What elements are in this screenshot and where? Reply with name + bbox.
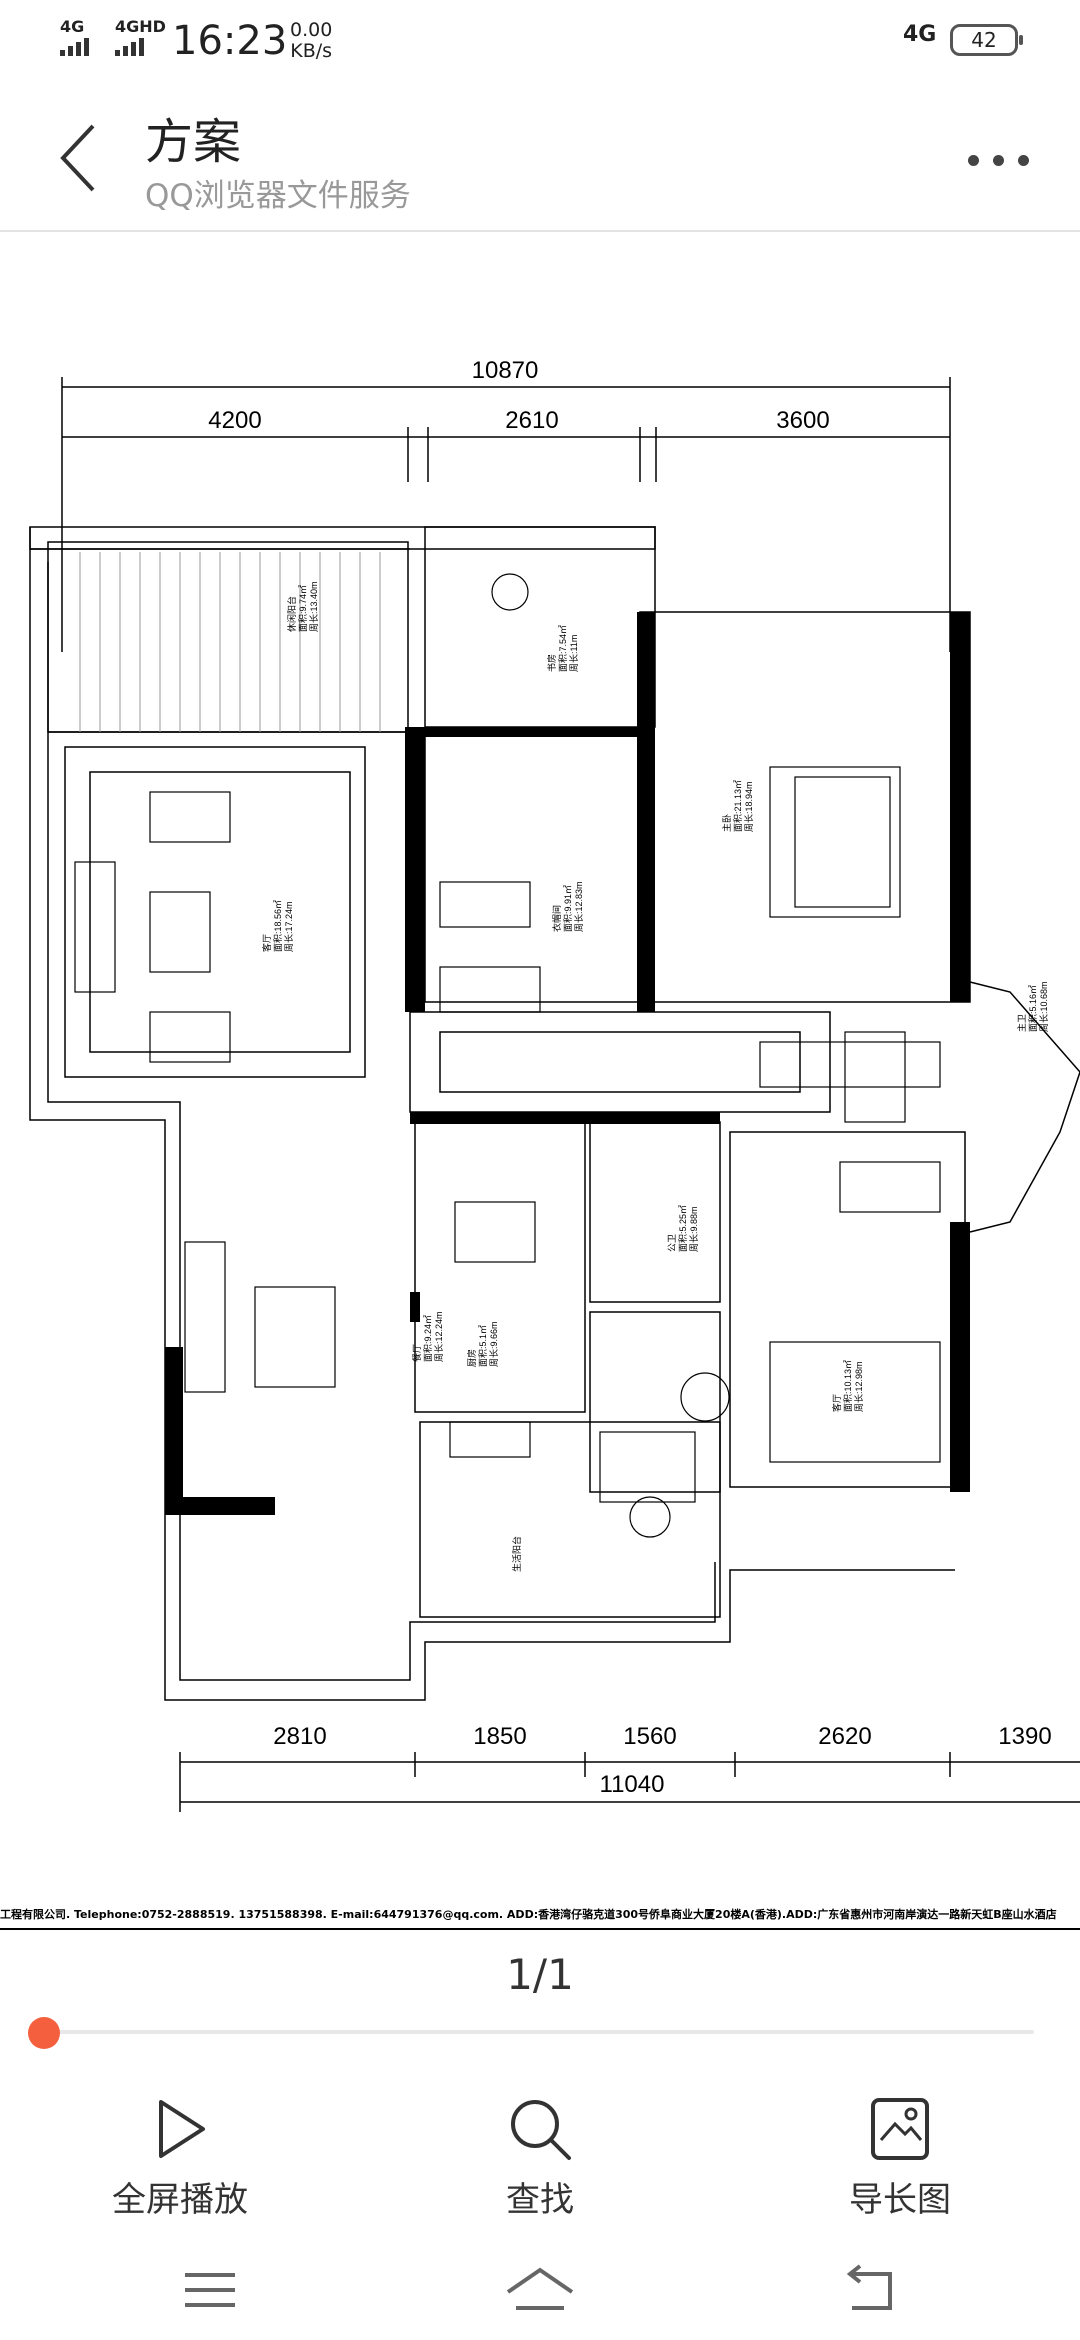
room-name: 衣帽间: [551, 905, 562, 932]
room-area: 面积:9.74㎡: [297, 585, 308, 632]
app-header: 方案 QQ浏览器文件服务: [0, 80, 1080, 232]
room-perimeter: 周长:17.24m: [283, 901, 294, 952]
company-footer-text: 工程有限公司. Telephone:0752-2888519. 13751588…: [0, 1906, 1080, 1930]
battery-level: 42: [971, 28, 997, 52]
room-perimeter: 周长:12.24m: [433, 1311, 444, 1362]
dot-icon: [993, 155, 1004, 166]
cell-signal-2: 4GHD: [115, 18, 166, 56]
dim-top-3: 3600: [776, 407, 829, 434]
dim-bottom-4: 2620: [818, 1723, 871, 1750]
clock: 16:23: [172, 18, 288, 64]
room-name: 客厅: [261, 934, 272, 952]
room-area: 面积:10.13㎡: [842, 1360, 853, 1412]
dot-icon: [1018, 155, 1029, 166]
signal-bars-icon: [115, 38, 166, 56]
floor-plan-drawing: 10870 4200 2610 3600 2810 1850 1560 2620…: [29, 357, 1080, 1812]
page-title: 方案: [145, 114, 242, 170]
speed-value: 0.00: [290, 19, 333, 41]
room-perimeter: 周长:11m: [568, 635, 579, 672]
signal-bars-icon: [60, 38, 89, 56]
room-area: 面积:18.56㎡: [272, 900, 283, 952]
bottom-toolbar: 全屏播放 查找 导长图: [0, 2080, 1080, 2240]
document-viewer[interactable]: 10870 4200 2610 3600 2810 1850 1560 2620…: [0, 232, 1080, 1932]
dim-top-1: 4200: [208, 407, 261, 434]
dim-top-2: 2610: [505, 407, 558, 434]
export-long-image-button[interactable]: 导长图: [780, 2080, 1020, 2240]
room-name: 公卫: [667, 1234, 677, 1252]
speed-unit: KB/s: [290, 40, 333, 62]
room-name: 主卧: [721, 814, 732, 832]
play-icon: [159, 2100, 205, 2158]
system-nav-bar: [0, 2240, 1080, 2340]
room-perimeter: 周长:18.94m: [743, 781, 754, 832]
dim-top-total: 10870: [472, 357, 539, 384]
room-name: 休闲阳台: [286, 596, 297, 632]
home-button[interactable]: [500, 2260, 580, 2320]
signal-1-label: 4G: [60, 17, 85, 36]
room-area: 面积:7.54㎡: [557, 625, 568, 672]
dim-bottom-1: 2810: [273, 1723, 326, 1750]
battery-icon: 42: [950, 24, 1023, 56]
room-name: 餐厅: [411, 1344, 422, 1362]
page-slider-knob[interactable]: [28, 2017, 60, 2049]
page-subtitle: QQ浏览器文件服务: [145, 178, 411, 214]
room-area: 面积:9.91㎡: [562, 885, 573, 932]
more-options-button[interactable]: [960, 130, 1040, 190]
dim-bottom-total: 11040: [600, 1771, 665, 1798]
room-perimeter: 周长:10.68m: [1038, 981, 1049, 1032]
back-nav-button[interactable]: [830, 2260, 910, 2320]
status-bar: 4G 4GHD 16:23 0.00 KB/s 4G 42: [0, 0, 1080, 80]
network-type: 4G: [903, 22, 937, 47]
network-speed: 0.00 KB/s: [290, 20, 332, 62]
room-perimeter: 周长:9.88m: [688, 1206, 699, 1252]
room-perimeter: 周长:12.83m: [573, 881, 584, 932]
back-button[interactable]: [55, 118, 125, 198]
room-name: 客厅: [831, 1394, 842, 1412]
dot-icon: [968, 155, 979, 166]
long-image-icon: [871, 2098, 929, 2160]
room-perimeter: 周长:13.40m: [308, 581, 319, 632]
fullscreen-play-label: 全屏播放: [112, 2180, 248, 2220]
room-name: 书房: [546, 654, 557, 672]
room-area: 面积:9.24㎡: [422, 1315, 433, 1362]
room-perimeter: 周长:12.98m: [853, 1361, 864, 1412]
search-icon: [511, 2100, 571, 2160]
page-indicator: 1/1: [506, 1950, 574, 1999]
menu-icon: [185, 2273, 235, 2307]
page-slider-track[interactable]: [44, 2030, 1034, 2034]
return-icon: [846, 2264, 892, 2310]
room-perimeter: 周长:9.66m: [488, 1321, 499, 1367]
dim-bottom-5: 1390: [998, 1723, 1051, 1750]
room-name: 厨房: [466, 1349, 477, 1367]
room-area: 面积:5.1㎡: [477, 1325, 488, 1367]
dim-bottom-2: 1850: [473, 1723, 526, 1750]
search-label: 查找: [506, 2180, 574, 2220]
signal-2-label: 4GHD: [115, 17, 166, 36]
home-icon: [506, 2267, 574, 2310]
fullscreen-play-button[interactable]: 全屏播放: [60, 2080, 300, 2240]
cell-signal-1: 4G: [60, 18, 89, 56]
export-long-image-label: 导长图: [849, 2180, 951, 2220]
search-button[interactable]: 查找: [420, 2080, 660, 2240]
viewer-controls: 1/1 全屏播放 查找 导长图: [0, 1940, 1080, 2340]
room-area: 面积:5.25㎡: [677, 1205, 688, 1252]
room-area: 面积:21.13㎡: [732, 780, 743, 832]
room-name: 主卫: [1016, 1014, 1027, 1032]
chevron-left-icon: [60, 124, 95, 192]
room-area: 面积:5.16㎡: [1027, 985, 1038, 1032]
room-name: 生活阳台: [511, 1536, 522, 1572]
menu-button[interactable]: [170, 2260, 250, 2320]
dim-bottom-3: 1560: [623, 1723, 676, 1750]
